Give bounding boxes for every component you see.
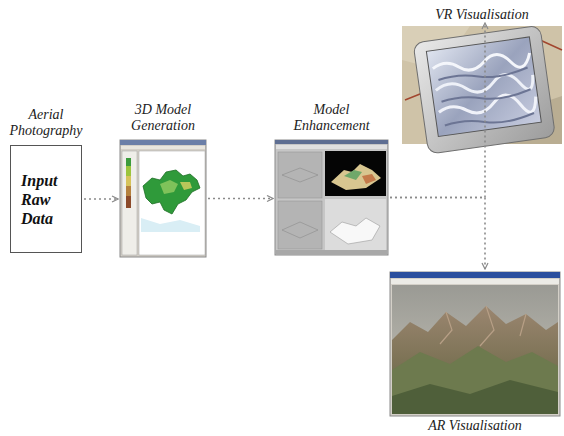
dotted-arrow: [84, 198, 118, 200]
stage-heading: Aerial Photography: [4, 107, 88, 139]
pda-photo: [402, 25, 562, 154]
dotted-arrow: [390, 23, 485, 198]
stage-heading: VR Visualisation: [435, 7, 528, 23]
dotted-arrow: [390, 198, 485, 270]
input-box: Aerial PhotographyInput Raw Data: [10, 145, 82, 253]
gis-screenshot: [120, 140, 206, 257]
dotted-arrow: [208, 198, 273, 200]
box-text: Input Raw Data: [21, 171, 71, 228]
stage-heading: 3D Model Generation: [125, 102, 201, 134]
image-node: AR Visualisation: [390, 272, 560, 416]
3d-editor-screenshot: [275, 140, 388, 255]
stage-heading: Model Enhancement: [286, 102, 378, 134]
image-node: VR Visualisation: [402, 26, 562, 144]
image-node: 3D Model Generation: [120, 140, 206, 257]
stage-heading: AR Visualisation: [428, 418, 521, 434]
terrain-render-screenshot: [390, 272, 560, 416]
image-node: Model Enhancement: [275, 140, 388, 255]
